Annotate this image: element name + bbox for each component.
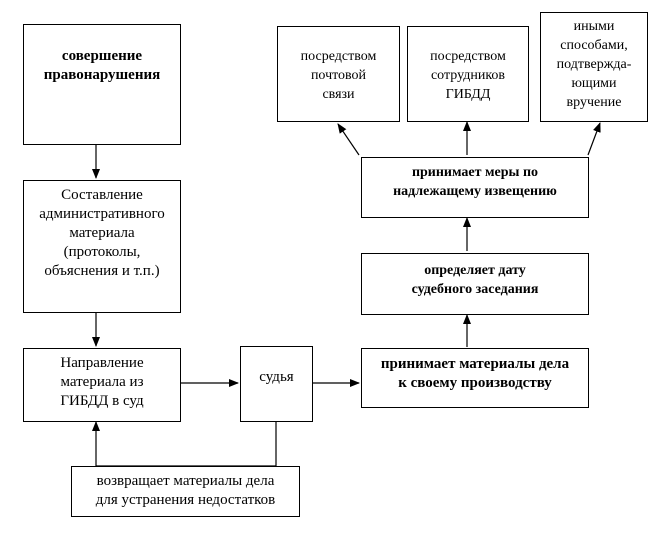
send-line-1: Направление <box>60 355 144 371</box>
accept-line-1: принимает материалы дела <box>380 356 570 372</box>
mail-line-3: связи <box>322 87 355 102</box>
offense-line-1: совершение <box>61 48 143 64</box>
other-method-box: иными способами, подтвержда- ющими вруче… <box>540 12 648 122</box>
send-line-2: материала из <box>60 374 144 390</box>
notify-line-1: принимает меры по <box>411 165 539 180</box>
compile-line-5: объяснения и т.п.) <box>44 263 160 279</box>
staff-line-3: ГИБДД <box>445 87 491 102</box>
notify-box: принимает меры по надлежащему извещению <box>361 157 589 218</box>
compile-line-2: административного <box>39 206 165 222</box>
other-line-4: ющими <box>571 76 617 91</box>
arrow-judge-return-to-send <box>92 421 277 467</box>
other-line-5: вручение <box>566 95 622 110</box>
offense-line-2: правонарушения <box>43 67 161 83</box>
compile-line-3: материала <box>69 225 135 241</box>
offense-box: совершение правонарушения <box>23 24 181 145</box>
compile-line-1: Составление <box>61 187 143 203</box>
send-to-court-box: Направление материала из ГИБДД в суд <box>23 348 181 422</box>
mail-line-2: почтовой <box>310 68 367 83</box>
staff-method-box: посредством сотрудников ГИБДД <box>407 26 529 122</box>
accept-line-2: к своему производству <box>398 375 552 391</box>
other-line-3: подтвержда- <box>556 57 632 72</box>
return-line-2: для устранения недостатков <box>95 492 276 508</box>
compile-line-4: (протоколы, <box>63 244 141 260</box>
mail-method-box: посредством почтовой связи <box>277 26 400 122</box>
other-line-1: иными <box>573 19 615 34</box>
staff-line-2: сотрудников <box>430 68 506 83</box>
return-line-1: возвращает материалы дела <box>96 473 275 489</box>
judge-box: судья <box>240 346 313 422</box>
date-line-1: определяет дату <box>424 263 526 278</box>
compile-material-box: Составление административного материала … <box>23 180 181 313</box>
arrow-notify-to-other <box>587 122 601 156</box>
staff-line-1: посредством <box>430 49 506 64</box>
other-line-2: способами, <box>560 38 628 53</box>
send-line-3: ГИБДД в суд <box>60 393 144 409</box>
date-line-2: судебного заседания <box>411 282 539 297</box>
return-materials-box: возвращает материалы дела для устранения… <box>71 466 300 517</box>
arrow-notify-to-mail <box>337 123 360 156</box>
set-date-box: определяет дату судебного заседания <box>361 253 589 315</box>
accept-materials-box: принимает материалы дела к своему произв… <box>361 348 589 408</box>
mail-line-1: посредством <box>300 49 377 64</box>
notify-line-2: надлежащему извещению <box>393 184 557 199</box>
judge-label: судья <box>259 369 294 385</box>
